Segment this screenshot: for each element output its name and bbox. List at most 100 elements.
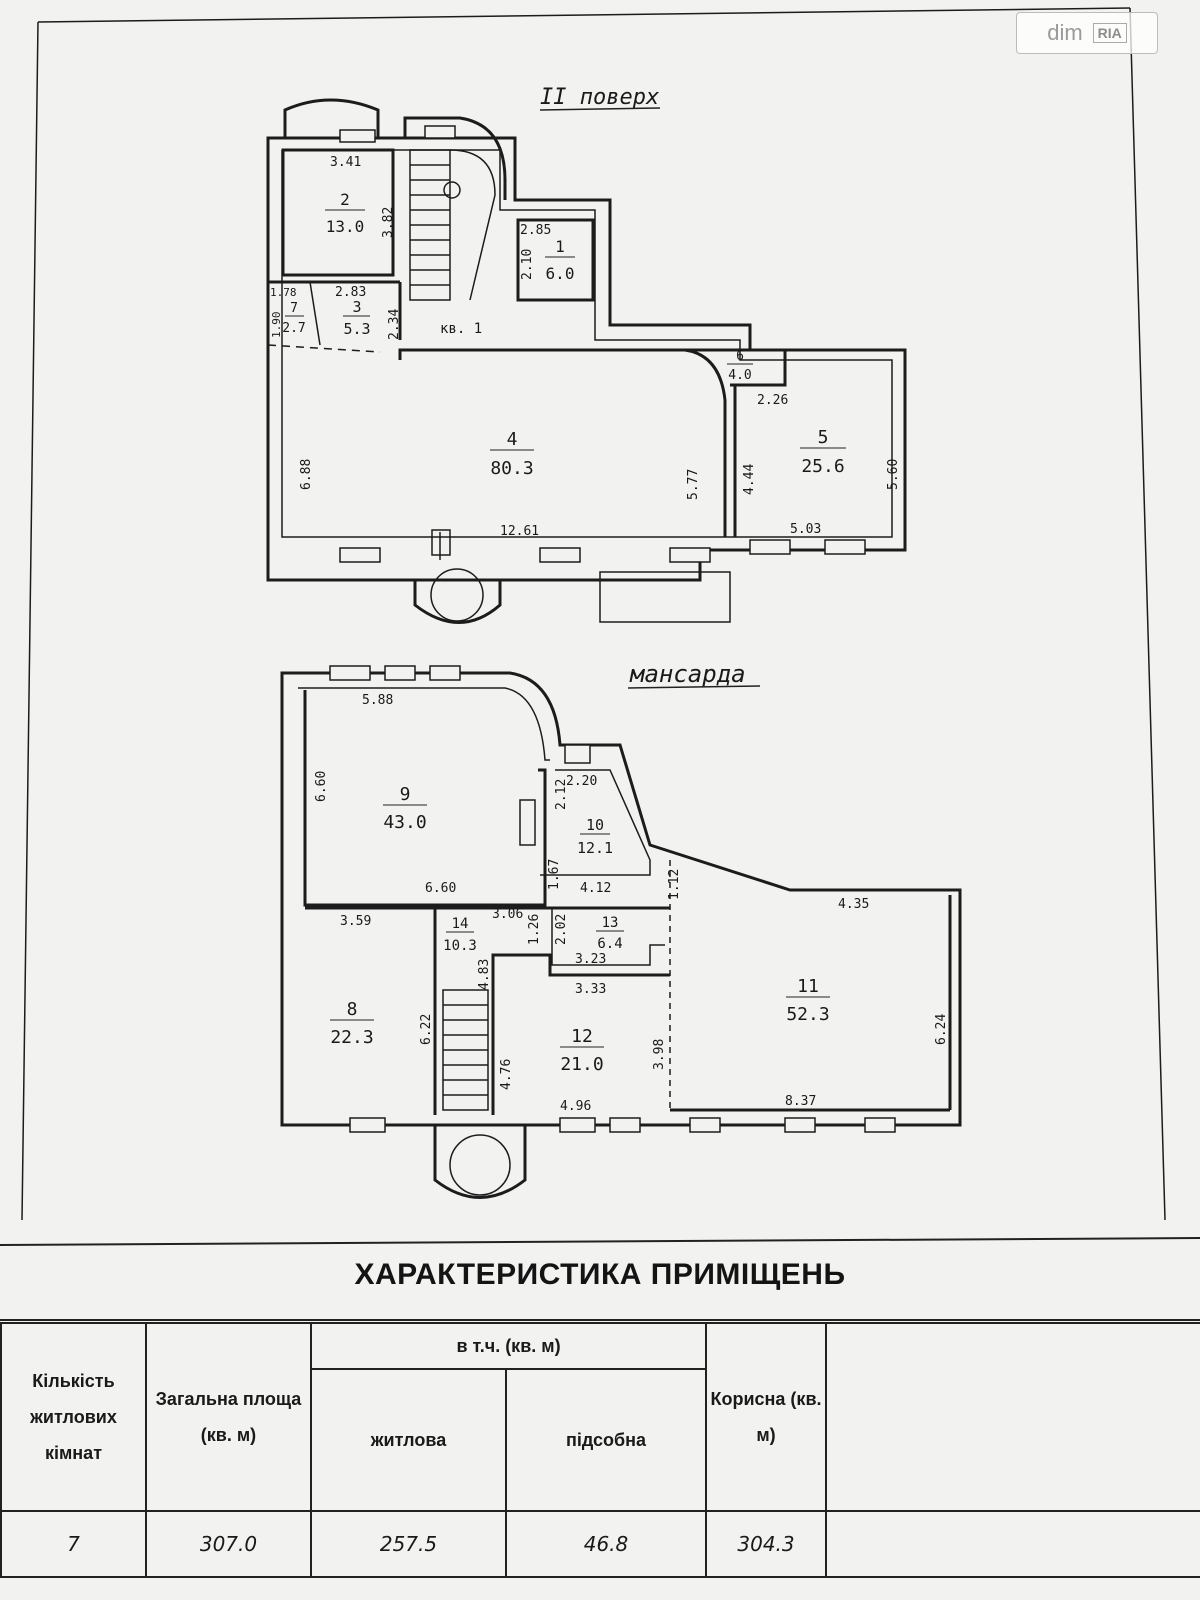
value-empty (825, 1510, 1200, 1578)
room-1-label: 1 6.0 (545, 237, 575, 283)
svg-text:4.35: 4.35 (838, 897, 869, 912)
room-13-label: 13 6.4 (596, 915, 624, 952)
svg-text:4.0: 4.0 (728, 368, 751, 383)
svg-text:2.10: 2.10 (520, 249, 535, 280)
svg-text:3.82: 3.82 (381, 207, 396, 238)
value-living: 257.5 (310, 1510, 507, 1578)
svg-text:6.88: 6.88 (299, 459, 314, 490)
svg-text:1: 1 (555, 237, 565, 256)
dimria-watermark: dim RIA (1016, 12, 1158, 54)
svg-text:1.12: 1.12 (667, 869, 682, 900)
svg-text:10.3: 10.3 (443, 938, 477, 954)
svg-text:6: 6 (736, 349, 744, 364)
header-rooms-count: Кількість житлових кімнат (0, 1321, 147, 1513)
attic-title: мансарда (629, 660, 746, 688)
svg-text:2.20: 2.20 (566, 774, 597, 789)
header-useful: Корисна (кв. м) (705, 1321, 828, 1513)
room-10-label: 10 12.1 (577, 816, 613, 857)
value-rooms-count: 7 (0, 1510, 147, 1578)
svg-text:3.33: 3.33 (575, 982, 606, 997)
svg-text:4.96: 4.96 (560, 1099, 591, 1114)
value-useful: 304.3 (705, 1510, 828, 1578)
svg-text:5: 5 (818, 427, 829, 448)
svg-text:2.34: 2.34 (387, 309, 402, 340)
svg-text:6.22: 6.22 (419, 1014, 434, 1045)
svg-text:2.7: 2.7 (282, 321, 305, 336)
unit-label: кв. 1 (440, 321, 482, 337)
svg-text:5.88: 5.88 (362, 693, 393, 708)
room-8-label: 8 22.3 (330, 999, 374, 1048)
svg-text:22.3: 22.3 (330, 1027, 373, 1048)
svg-text:3.41: 3.41 (330, 155, 361, 170)
watermark-logo: RIA (1092, 23, 1127, 43)
svg-text:2.83: 2.83 (335, 285, 366, 300)
header-empty (825, 1321, 1200, 1513)
svg-text:6.60: 6.60 (314, 771, 329, 802)
room-3-label: 3 5.3 (343, 298, 371, 338)
svg-text:3: 3 (352, 298, 361, 316)
room-7-label: 7 2.7 (282, 301, 305, 336)
value-total-area: 307.0 (145, 1510, 312, 1578)
watermark-brand: dim (1047, 20, 1083, 45)
room-4-label: 4 80.3 (490, 429, 534, 479)
svg-text:3.59: 3.59 (340, 914, 371, 929)
svg-text:52.3: 52.3 (786, 1004, 829, 1025)
svg-text:9: 9 (400, 784, 411, 805)
svg-text:3.23: 3.23 (575, 952, 606, 967)
header-auxiliary: підсобна (504, 1367, 708, 1513)
svg-text:4.76: 4.76 (499, 1059, 514, 1090)
svg-text:7: 7 (290, 301, 298, 316)
svg-text:4.44: 4.44 (742, 464, 757, 495)
svg-text:5.77: 5.77 (686, 469, 701, 500)
svg-text:2: 2 (340, 190, 350, 209)
svg-text:5.03: 5.03 (790, 522, 821, 537)
header-including: в т.ч. (кв. м) (309, 1322, 708, 1370)
svg-text:2.12: 2.12 (554, 779, 569, 810)
svg-text:4.83: 4.83 (477, 959, 492, 990)
svg-text:1.26: 1.26 (527, 914, 542, 945)
attic-dimensions: 5.88 6.60 6.60 2.20 2.12 1.67 4.12 1.12 … (314, 693, 949, 1114)
svg-text:2.02: 2.02 (554, 914, 569, 945)
room-12-label: 12 21.0 (560, 1026, 604, 1075)
svg-text:2.26: 2.26 (757, 393, 788, 408)
svg-text:5.60: 5.60 (886, 459, 901, 490)
characteristics-table: Кількість житлових кімнат Загальна площа… (0, 1321, 1200, 1578)
svg-text:12.1: 12.1 (577, 839, 613, 857)
svg-text:25.6: 25.6 (801, 456, 844, 477)
staircase-attic (442, 989, 489, 1111)
svg-text:1.90: 1.90 (270, 312, 283, 339)
room-11-label: 11 52.3 (786, 976, 830, 1025)
room-2-label: 2 13.0 (325, 190, 365, 236)
svg-text:4: 4 (507, 429, 518, 450)
value-auxiliary: 46.8 (504, 1510, 708, 1578)
svg-text:6.60: 6.60 (425, 881, 456, 896)
svg-text:8: 8 (347, 999, 358, 1020)
svg-text:43.0: 43.0 (383, 812, 426, 833)
floor2-dimensions: 3.41 3.82 2.83 2.34 2.85 2.10 1.78 1.90 … (270, 155, 901, 539)
svg-text:80.3: 80.3 (490, 458, 533, 479)
svg-text:13.0: 13.0 (326, 217, 365, 236)
svg-text:4.12: 4.12 (580, 881, 611, 896)
svg-text:3.06: 3.06 (492, 907, 523, 922)
svg-text:2.85: 2.85 (520, 223, 551, 238)
svg-text:13: 13 (602, 915, 619, 931)
svg-text:6.24: 6.24 (934, 1014, 949, 1045)
svg-text:6.0: 6.0 (546, 264, 575, 283)
room-5-label: 5 25.6 (800, 427, 846, 477)
svg-text:1.78: 1.78 (270, 286, 297, 299)
header-living: житлова (310, 1367, 507, 1513)
svg-text:5.3: 5.3 (343, 320, 370, 338)
svg-text:10: 10 (586, 816, 604, 834)
svg-text:1.67: 1.67 (547, 859, 562, 890)
svg-text:11: 11 (797, 976, 819, 997)
svg-text:6.4: 6.4 (597, 936, 622, 952)
room-9-label: 9 43.0 (383, 784, 427, 833)
svg-text:12: 12 (571, 1026, 593, 1047)
svg-text:8.37: 8.37 (785, 1094, 816, 1109)
svg-text:12.61: 12.61 (500, 524, 539, 539)
header-total-area: Загальна площа (кв. м) (145, 1321, 312, 1513)
svg-text:14: 14 (452, 916, 469, 932)
room-14-label: 14 10.3 (443, 916, 477, 954)
room-6-label: 6 4.0 (727, 349, 753, 383)
